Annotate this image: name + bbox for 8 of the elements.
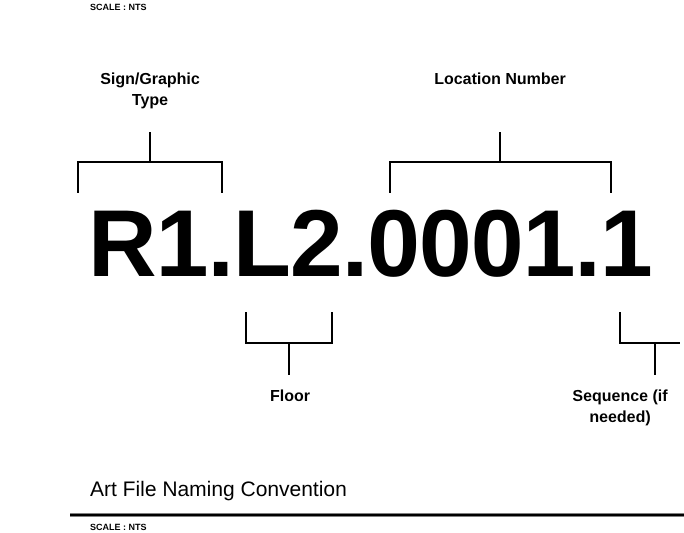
field-label: Floor [269,387,311,407]
diagram-title: Art File Naming Convention [90,478,347,502]
file-name-example: R1.L2.0001.1 [88,197,652,292]
field-label: Location Number [433,70,567,90]
scale-note: SCALE : NTS [90,2,147,14]
scale-note: SCALE : NTS [90,522,147,533]
field-label: Sign/Graphic Type [99,70,201,111]
field-label: Sequence (if needed) [571,387,669,428]
